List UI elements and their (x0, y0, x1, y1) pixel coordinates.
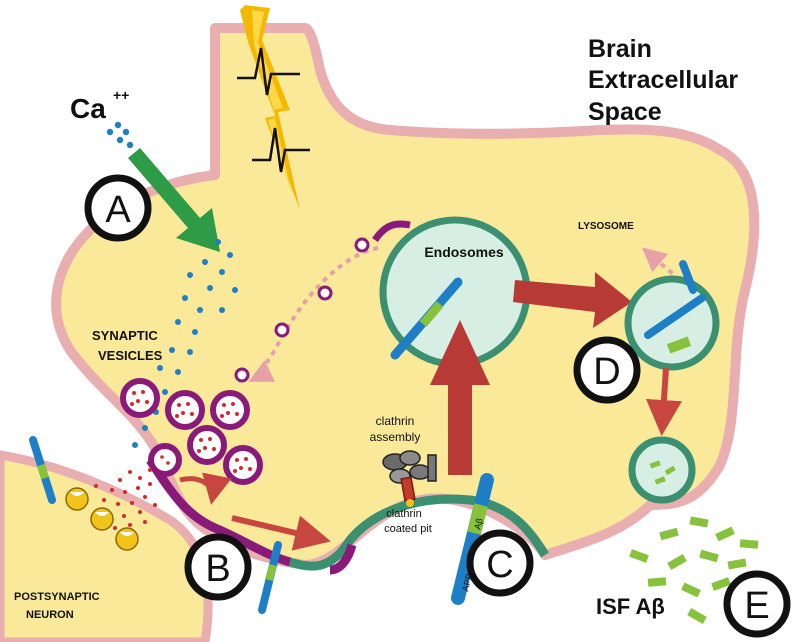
calcium-ions-inside (132, 239, 238, 448)
marker-e: E (723, 570, 791, 638)
synaptic-vesicle (165, 390, 205, 430)
clathrin-pit-label-1: clathrin (386, 508, 421, 520)
abeta-segment-label: Aβ (472, 517, 484, 530)
marker-c: C (466, 529, 534, 597)
synaptic-vesicle (223, 445, 263, 485)
isf-abeta-label: ISF Aβ (596, 594, 665, 619)
page-title: Brain Extracellular Space (588, 35, 738, 126)
vesicles-label: VESICLES (98, 348, 163, 363)
svg-text:Space: Space (588, 98, 662, 126)
postsynaptic-receptors (65, 487, 139, 551)
marker-b: B (184, 533, 252, 601)
clathrin-assembly-label-2: assembly (370, 430, 421, 444)
synaptic-vesicle (187, 425, 227, 465)
synaptic-vesicles (120, 378, 263, 485)
calcium-label: Ca (70, 93, 106, 124)
late-endosome (624, 260, 720, 371)
vesicle-recycling-path (234, 237, 379, 383)
exocytosis-arrow (645, 367, 682, 436)
endosomes-label: Endosomes (424, 244, 504, 260)
calcium-influx-arrow (128, 148, 220, 252)
clathrin-assembly-label-1: clathrin (376, 414, 415, 428)
fusing-vesicle (148, 443, 182, 477)
svg-text:A: A (105, 189, 131, 231)
svg-text:Extracellular: Extracellular (588, 66, 738, 94)
calcium-ions-outside (106, 121, 134, 149)
marker-a: A (84, 174, 152, 242)
endocytosis-arrow (430, 320, 490, 475)
synaptic-label: SYNAPTIC (92, 328, 158, 343)
postsynaptic-label: POSTSYNAPTIC (14, 591, 100, 603)
svg-text:E: E (744, 585, 769, 627)
svg-text:B: B (205, 548, 230, 590)
synaptic-vesicle (120, 378, 160, 418)
calcium-charge: ++ (113, 87, 129, 103)
lysosome-path (641, 247, 682, 282)
synaptic-vesicle (210, 390, 250, 430)
svg-text:C: C (486, 544, 513, 586)
action-potential-trace-1 (237, 47, 300, 96)
receptor (65, 487, 89, 511)
action-potential-trace-2 (252, 127, 310, 173)
presynaptic-app (258, 541, 282, 614)
svg-text:D: D (593, 351, 620, 393)
secretory-vesicle (628, 436, 696, 504)
endosome-maturation-arrow (513, 272, 632, 328)
receptor (90, 507, 114, 531)
neuron-label: NEURON (26, 609, 74, 621)
membrane-transport-arrow (231, 515, 331, 551)
clathrin-complex (382, 450, 437, 507)
clathrin-pit-label-2: coated pit (384, 523, 432, 535)
lysosome-label: LYSOSOME (578, 221, 634, 232)
receptor (115, 527, 139, 551)
vesicle-release-arrow (179, 472, 232, 505)
svg-text:Brain: Brain (588, 35, 652, 63)
postsynaptic-app (29, 436, 56, 504)
marker-d: D (573, 336, 641, 404)
